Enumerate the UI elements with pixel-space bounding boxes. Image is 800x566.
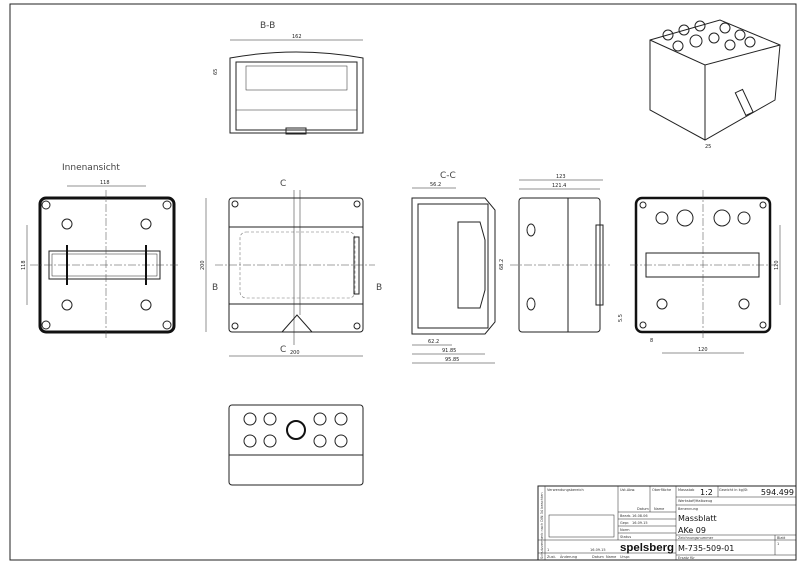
dim-cc-b2: 91.85 xyxy=(442,348,456,354)
dim-front-width: 200 xyxy=(290,350,300,356)
dim-front-height: 200 xyxy=(200,260,206,270)
date-header: Datum xyxy=(637,507,649,511)
change-label: Änderung xyxy=(560,554,577,559)
dim-cc-b1: 62.2 xyxy=(428,339,439,345)
revision-date: 16.09.15 xyxy=(590,548,606,552)
side-view: 123 121.4 xyxy=(510,174,610,333)
section-cc-label: C-C xyxy=(440,171,456,181)
company-logo: spelsberg xyxy=(620,542,674,554)
replaces-label: Ersatz für xyxy=(678,556,695,560)
origin-label: Urspr. xyxy=(620,555,630,559)
drawing-number: M-735-509-01 xyxy=(678,544,734,553)
section-bb-view: B-B 162 65 xyxy=(213,21,364,135)
drawn-date: 16.08.06 xyxy=(632,514,648,518)
usage-label: Verwendungsbereich xyxy=(547,488,584,492)
name-label: Benennung xyxy=(678,507,698,511)
scale-label: Massstab xyxy=(678,488,695,492)
dim-back-height: 120 xyxy=(774,260,780,270)
isometric-view: 25 xyxy=(649,19,781,150)
checked-date: 16.09.15 xyxy=(632,521,648,525)
change-date-label: Datum xyxy=(592,555,604,559)
dim-side-w2: 121.4 xyxy=(552,183,566,189)
drawing-name-2: AKe 09 xyxy=(678,526,706,535)
norm-label: Norm xyxy=(620,528,630,532)
dim-back-width: 120 xyxy=(698,347,708,353)
dim-cc-mid: 68.2 xyxy=(499,259,505,270)
scale-value: 1:2 xyxy=(700,488,713,497)
dim-inner-height: 118 xyxy=(21,260,27,270)
state-label: Zust. xyxy=(547,555,556,559)
dim-cc-top: 56.2 xyxy=(430,182,441,188)
inner-view-label: Innenansicht xyxy=(62,163,120,173)
front-view: C C B B 200 200 xyxy=(200,179,382,357)
dim-inner-width: 118 xyxy=(100,180,110,186)
drawing-frame xyxy=(9,3,797,561)
section-c-bottom: C xyxy=(280,345,286,355)
checked-label: Gepr. xyxy=(620,521,629,525)
sheet-value: 1 xyxy=(777,542,779,546)
section-cc-view: C-C 56.2 68.2 62.2 91.85 95.85 xyxy=(411,171,505,364)
drawn-label: Bearb. xyxy=(620,514,631,518)
status-label: Status xyxy=(620,535,631,539)
dim-bb-width: 162 xyxy=(292,34,302,40)
name-header: Name xyxy=(654,507,664,511)
inner-view: Innenansicht 118 118 xyxy=(21,163,180,340)
section-bb-label: B-B xyxy=(260,21,275,31)
revision-number: 1 xyxy=(547,548,549,552)
weight-label: Gewicht in kg/St xyxy=(719,488,748,492)
title-block: Verwendungsbereich Ust.Abw. Oberfläche M… xyxy=(537,485,797,561)
surface-label: Oberfläche xyxy=(652,488,671,492)
drawing-number-label: Zeichnungsnummer xyxy=(678,536,714,540)
section-c-top: C xyxy=(280,179,286,189)
section-b-left: B xyxy=(212,283,218,293)
dim-side-w1: 123 xyxy=(556,174,566,180)
tolerance-label: Ust.Abw. xyxy=(620,488,635,492)
section-b-right: B xyxy=(376,283,382,293)
drawing-name-1: Massblatt xyxy=(678,514,717,523)
dim-bb-height: 65 xyxy=(213,69,219,75)
dim-cc-b3: 95.85 xyxy=(445,357,459,363)
weight-value: 594.499 xyxy=(761,488,794,497)
dim-back-b: 8 xyxy=(650,338,653,344)
dim-back-a: 5.5 xyxy=(618,314,624,322)
bottom-view xyxy=(228,404,364,486)
back-view: 120 120 5.5 8 xyxy=(618,190,781,354)
change-name-label: Name xyxy=(606,555,616,559)
dim-iso: 25 xyxy=(705,144,711,150)
protection-note: Schutzvermerk nach DIN 34 beachten xyxy=(540,492,544,559)
sheet-label: Blatt xyxy=(777,536,786,540)
material-label: Werkstoff/Halbzeug xyxy=(678,499,712,503)
